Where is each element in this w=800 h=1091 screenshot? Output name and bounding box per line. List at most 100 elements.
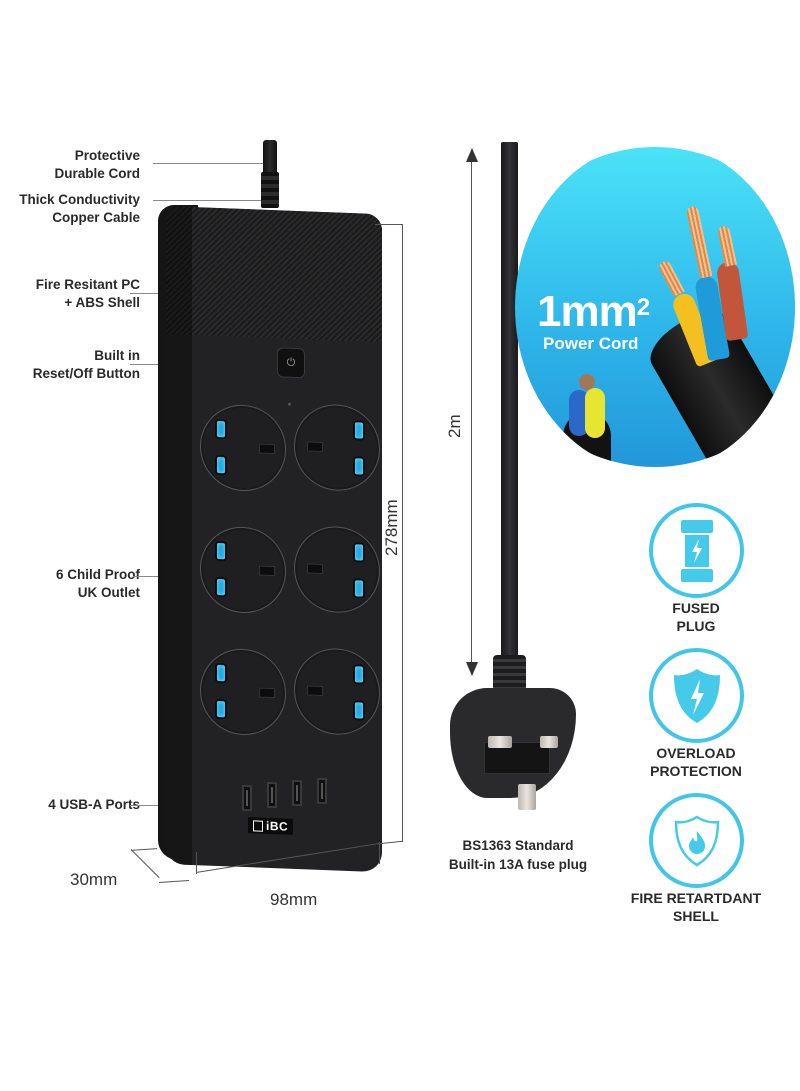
overload-protection-badge (649, 648, 744, 743)
plug-caption-line: BS1363 Standard (462, 838, 574, 853)
fused-plug-badge (649, 503, 744, 598)
cord-length-line (471, 156, 472, 664)
uk-outlet-4[interactable] (294, 524, 380, 615)
depth-dimension-label: 30mm (70, 870, 118, 889)
indicator-led (288, 402, 291, 406)
outlet-pin (355, 422, 363, 439)
uk-outlet-2[interactable] (294, 402, 380, 493)
width-dimension-tick (196, 852, 197, 874)
fuse-icon (680, 519, 713, 582)
callout-line: Copper Cable (52, 210, 140, 225)
usb-a-port-4[interactable] (317, 777, 327, 805)
height-dimension-label: 278mm (382, 499, 401, 556)
cable-cross-section-graphic: 1mm2 Power Cord (515, 147, 795, 467)
outlet-earth-slot (307, 441, 323, 453)
arrow-up-icon (466, 148, 478, 162)
cord-length-label: 2m (445, 414, 464, 438)
feature-label-line: FIRE RETARTDANT (630, 890, 762, 906)
plug-caption: BS1363 Standard Built-in 13A fuse plug (438, 836, 598, 874)
callout-line: Thick Conductivity (19, 192, 140, 207)
usb-a-port-1[interactable] (242, 784, 252, 812)
callout-line: + ABS Shell (64, 295, 140, 310)
fire-retardant-badge (649, 793, 744, 888)
copper-strands (685, 205, 713, 279)
callout-line: 4 USB-A Ports (48, 797, 140, 812)
callout-line: Durable Cord (54, 166, 140, 181)
power-icon: ⏻ (286, 356, 296, 369)
wire-end-blue (569, 390, 589, 436)
feature-label-line: PLUG (676, 618, 716, 634)
fused-plug-label: FUSED PLUG (606, 599, 786, 635)
wire-end-brown (579, 374, 595, 390)
reset-off-button[interactable]: ⏻ (278, 348, 304, 378)
copper-strands (716, 225, 738, 267)
plug-caption-line: Built-in 13A fuse plug (448, 857, 588, 872)
brand-logo: iBC (248, 817, 294, 835)
feature-label-line: SHELL (673, 908, 719, 924)
outlet-earth-slot (259, 565, 275, 577)
depth-dimension-tick (159, 879, 189, 884)
cable-size-value: 1mm (537, 287, 638, 336)
callout-line: 6 Child Proof (56, 567, 140, 582)
depth-dimension-tick (130, 848, 158, 851)
plug-strain-relief (493, 655, 526, 691)
shield-lightning-icon (673, 668, 720, 723)
height-dimension-line (402, 224, 403, 842)
outlet-earth-slot (307, 563, 323, 575)
feature-label-line: FUSED (672, 600, 720, 616)
outlet-pin (217, 420, 225, 438)
callout-line: Reset/Off Button (32, 366, 140, 381)
feature-label-line: OVERLOAD (656, 745, 736, 761)
outlet-pin (355, 458, 363, 475)
uk-outlet-6[interactable] (294, 646, 380, 737)
shield-flame-icon (674, 815, 719, 866)
outlet-pin (355, 702, 363, 719)
callout-line: UK Outlet (77, 585, 140, 600)
outlet-pin (355, 544, 363, 561)
usb-a-port-3[interactable] (292, 779, 302, 807)
power-strip: ⏻ iBC (166, 206, 382, 873)
usb-a-port-2[interactable] (267, 781, 277, 809)
plug-neutral-prong (540, 736, 558, 748)
mains-cord (501, 142, 518, 664)
textured-top-panel (166, 206, 382, 343)
callout-line: Built in (94, 348, 140, 363)
leader-line (153, 200, 271, 201)
cable-size-label: 1mm2 (537, 287, 650, 336)
outlet-pin (217, 664, 225, 682)
outlet-earth-slot (259, 687, 275, 699)
width-dimension-label: 98mm (270, 890, 318, 909)
strip-edge-shadow (166, 206, 192, 865)
power-cord-label: Power Cord (543, 334, 639, 353)
outlet-pin (217, 578, 225, 596)
outlet-pin (217, 700, 225, 718)
brand-name: iBC (266, 818, 289, 834)
callout-uk-outlets: 6 Child Proof UK Outlet (56, 566, 140, 602)
callout-line: Protective (74, 148, 140, 163)
outlet-pin (217, 456, 225, 474)
plug-live-prong (488, 736, 512, 748)
arrow-down-icon (466, 662, 478, 676)
cord-strain-relief (261, 172, 279, 208)
height-dimension-tick (375, 224, 402, 225)
callout-copper-cable: Thick Conductivity Copper Cable (19, 191, 140, 227)
callout-reset-button: Built in Reset/Off Button (33, 347, 140, 383)
outlet-earth-slot (307, 685, 323, 697)
cube-icon (253, 819, 263, 832)
uk-outlet-3[interactable] (200, 525, 286, 615)
outlet-pin (355, 580, 363, 597)
uk-outlet-1[interactable] (200, 403, 286, 493)
uk-outlet-5[interactable] (200, 647, 286, 737)
depth-dimension-line (130, 849, 160, 879)
copper-strands (657, 259, 685, 297)
feature-label-line: PROTECTION (650, 763, 742, 779)
callout-line: Fire Resitant PC (35, 277, 140, 292)
callout-fire-shell: Fire Resitant PC + ABS Shell (36, 276, 140, 312)
cable-size-superscript: 2 (636, 294, 650, 321)
callout-usb-ports: 4 USB-A Ports (48, 796, 140, 814)
leader-line (153, 163, 271, 164)
fire-retardant-label: FIRE RETARTDANT SHELL (606, 889, 786, 925)
outlet-earth-slot (259, 443, 275, 455)
wire-end-yellow (585, 388, 605, 438)
leader-line (133, 576, 159, 577)
